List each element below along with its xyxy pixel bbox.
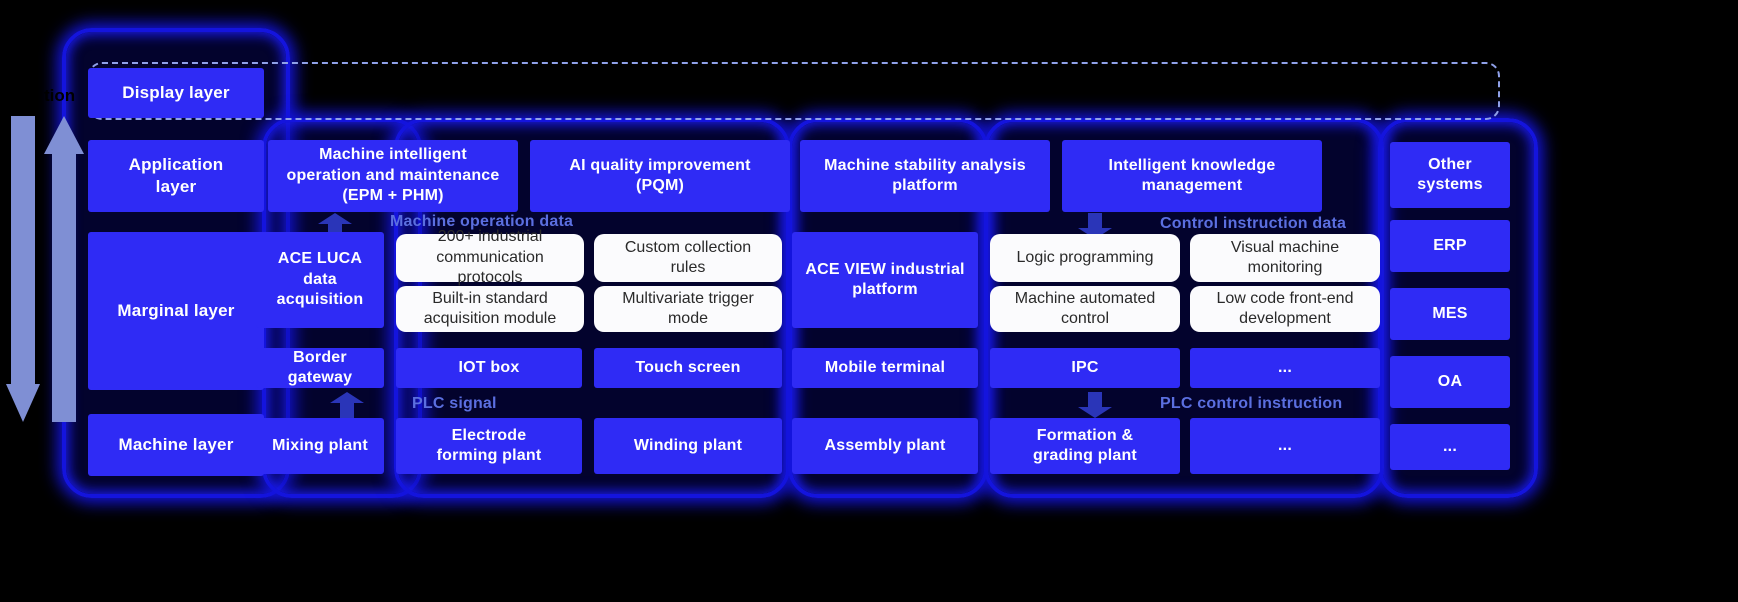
app-card-epm-phm[interactable]: Machine intelligent operation and mainte…	[268, 140, 518, 212]
device-iot-box[interactable]: IOT box	[396, 348, 582, 388]
flow-label-plc-control-instruction: PLC control instruction	[1160, 395, 1343, 412]
machine-electrode-forming-plant[interactable]: Electrode forming plant	[396, 418, 582, 474]
platform-ace-view[interactable]: ACE VIEW industrial platform	[792, 232, 978, 328]
device-more[interactable]: ...	[1190, 348, 1380, 388]
device-border-gateway[interactable]: Border gateway	[256, 348, 384, 388]
layer-label-machine: Machine layer	[88, 414, 264, 476]
capability-logic-programming[interactable]: Logic programming	[990, 234, 1180, 282]
platform-ace-luca[interactable]: ACE LUCA data acquisition	[256, 232, 384, 328]
plc-signal-up-arrow	[330, 392, 364, 418]
machine-winding-plant[interactable]: Winding plant	[594, 418, 782, 474]
layer-label-display: Display layer	[88, 68, 264, 118]
capability-low-code-frontend[interactable]: Low code front-end development	[1190, 286, 1380, 332]
external-system-oa[interactable]: OA	[1390, 356, 1510, 408]
capability-builtin-standard-acquisition[interactable]: Built-in standard acquisition module	[396, 286, 584, 332]
capability-multivariate-trigger-mode[interactable]: Multivariate trigger mode	[594, 286, 782, 332]
machine-more[interactable]: ...	[1190, 418, 1380, 474]
device-mobile-terminal[interactable]: Mobile terminal	[792, 348, 978, 388]
flow-label-control-instruction-data: Control instruction data	[1160, 215, 1347, 232]
plc-control-instruction-down-arrow	[1078, 392, 1112, 418]
upward-flow-arrow	[44, 116, 84, 422]
external-system-other[interactable]: Other systems	[1390, 142, 1510, 208]
machine-formation-grading-plant[interactable]: Formation & grading plant	[990, 418, 1180, 474]
control-instruction-data-down-arrow	[1078, 213, 1112, 239]
device-touch-screen[interactable]: Touch screen	[594, 348, 782, 388]
capability-machine-automated-control[interactable]: Machine automated control	[990, 286, 1180, 332]
external-system-erp[interactable]: ERP	[1390, 220, 1510, 272]
display-layer-dashed-enclosure	[88, 62, 1500, 120]
app-card-machine-stability[interactable]: Machine stability analysis platform	[800, 140, 1050, 212]
machine-mixing-plant[interactable]: Mixing plant	[256, 418, 384, 474]
external-system-more[interactable]: ...	[1390, 424, 1510, 470]
app-card-knowledge-management[interactable]: Intelligent knowledge management	[1062, 140, 1322, 212]
external-system-mes[interactable]: MES	[1390, 288, 1510, 340]
app-card-ai-quality-pqm[interactable]: AI quality improvement (PQM)	[530, 140, 790, 212]
capability-visual-machine-monitoring[interactable]: Visual machine monitoring	[1190, 234, 1380, 282]
device-ipc[interactable]: IPC	[990, 348, 1180, 388]
layer-label-application: Application layer	[88, 140, 264, 212]
downward-flow-arrow	[6, 116, 40, 422]
layer-label-marginal: Marginal layer	[88, 232, 264, 390]
capability-custom-collection-rules[interactable]: Custom collection rules	[594, 234, 782, 282]
clipped-label-fragment: tion	[44, 86, 76, 105]
flow-label-plc-signal: PLC signal	[412, 395, 497, 412]
machine-assembly-plant[interactable]: Assembly plant	[792, 418, 978, 474]
flow-label-machine-operation-data: Machine operation data	[390, 213, 574, 230]
capability-200-protocols[interactable]: 200+ industrial communication protocols	[396, 228, 584, 286]
